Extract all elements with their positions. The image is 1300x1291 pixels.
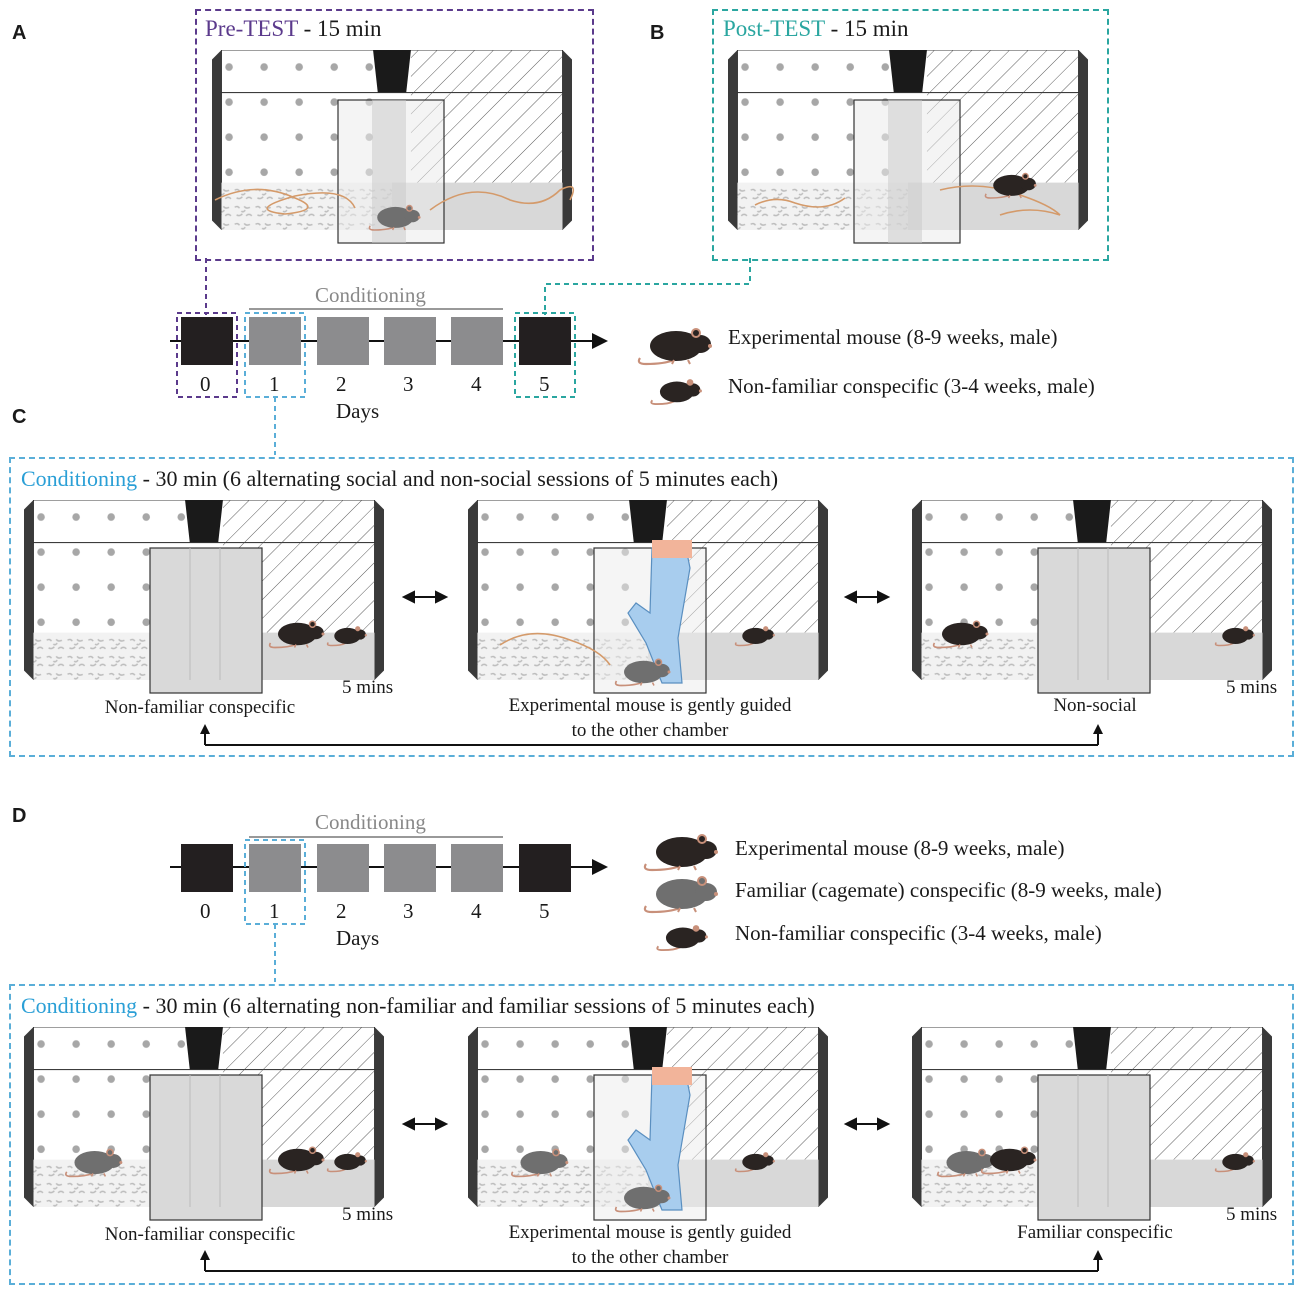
posttest-duration: - 15 min xyxy=(824,16,909,41)
legend-nonfamiliar-top: Non-familiar conspecific (3-4 weeks, mal… xyxy=(728,374,1095,398)
posttest-title: Post-TEST - 15 min xyxy=(723,16,909,42)
day-5-bottom: 5 xyxy=(539,899,550,923)
conditioning-label-bottom: Conditioning xyxy=(315,810,426,834)
familiar-mouse-icon xyxy=(643,874,720,914)
panel-c-title: Conditioning - 30 min (6 alternating soc… xyxy=(21,466,778,492)
pretest-chamber xyxy=(211,50,575,244)
legend-experimental-top: Experimental mouse (8-9 weeks, male) xyxy=(728,325,1058,349)
conditioning-label-top: Conditioning xyxy=(315,283,426,307)
legend-nonfamiliar-bottom: Non-familiar conspecific (3-4 weeks, mal… xyxy=(735,921,1102,945)
experimental-mouse-icon xyxy=(637,326,714,366)
day-5-top: 5 xyxy=(539,372,550,396)
panel-d-frame xyxy=(9,984,1294,1285)
panel-c-caption-mid-1: Experimental mouse is gently guided xyxy=(508,695,792,716)
legend-experimental-bottom: Experimental mouse (8-9 weeks, male) xyxy=(735,836,1065,860)
day-3-bottom: 3 xyxy=(403,899,414,923)
timeline-top xyxy=(170,308,608,455)
pretest-label: Pre-TEST xyxy=(205,16,298,41)
panel-c-caption-left: Non-familiar conspecific xyxy=(104,697,296,718)
panel-d-time-right: 5 mins xyxy=(1226,1204,1278,1225)
days-label-top: Days xyxy=(336,399,380,423)
panel-d-title-rest: - 30 min (6 alternating non-familiar and… xyxy=(137,993,815,1018)
panel-d-caption-mid-2: to the other chamber xyxy=(571,1247,729,1268)
panel-c-time-right: 5 mins xyxy=(1226,677,1278,698)
panel-d-caption-left: Non-familiar conspecific xyxy=(104,1224,296,1245)
nonfamiliar-mouse-icon xyxy=(650,378,703,406)
day-2-bottom: 2 xyxy=(336,899,347,923)
day-0-bottom: 0 xyxy=(200,899,211,923)
panel-d-time-left: 5 mins xyxy=(342,1204,394,1225)
day-1-top: 1 xyxy=(269,372,280,396)
day-4-top: 4 xyxy=(471,372,482,396)
posttest-label: Post-TEST xyxy=(723,16,825,41)
panel-d-caption-right: Familiar conspecific xyxy=(1017,1222,1173,1243)
pretest-frame xyxy=(195,9,594,261)
panel-c-frame xyxy=(9,457,1294,757)
panel-c-title-rest: - 30 min (6 alternating social and non-s… xyxy=(137,466,779,491)
day-3-top: 3 xyxy=(403,372,414,396)
panel-c-caption-right: Non-social xyxy=(1053,695,1137,716)
legend-familiar-bottom: Familiar (cagemate) conspecific (8-9 wee… xyxy=(735,878,1162,902)
panel-d-caption-mid-1: Experimental mouse is gently guided xyxy=(508,1222,792,1243)
posttest-frame xyxy=(712,9,1109,261)
pretest-title: Pre-TEST - 15 min xyxy=(205,16,382,42)
panel-letter-b: B xyxy=(650,22,665,44)
panel-d-title: Conditioning - 30 min (6 alternating non… xyxy=(21,993,815,1019)
panel-c-title-colored: Conditioning xyxy=(21,466,138,491)
experimental-mouse-icon-2 xyxy=(643,832,720,872)
days-label-bottom: Days xyxy=(336,926,380,950)
timeline-bottom xyxy=(170,836,608,982)
panel-d-chambers xyxy=(23,1027,1273,1272)
nonfamiliar-mouse-icon-2 xyxy=(656,924,709,952)
pretest-duration: - 15 min xyxy=(297,16,382,41)
posttest-chamber xyxy=(727,50,1089,244)
panel-d-title-colored: Conditioning xyxy=(21,993,138,1018)
panel-c-chambers xyxy=(23,500,1273,746)
day-4-bottom: 4 xyxy=(471,899,482,923)
panel-letter-a: A xyxy=(12,22,27,44)
panel-letter-c: C xyxy=(12,406,27,428)
day-1-bottom: 1 xyxy=(269,899,280,923)
day-0-top: 0 xyxy=(200,372,211,396)
panel-letter-d: D xyxy=(12,805,27,827)
day-2-top: 2 xyxy=(336,372,347,396)
panel-c-time-left: 5 mins xyxy=(342,677,394,698)
panel-c-caption-mid-2: to the other chamber xyxy=(571,720,729,741)
